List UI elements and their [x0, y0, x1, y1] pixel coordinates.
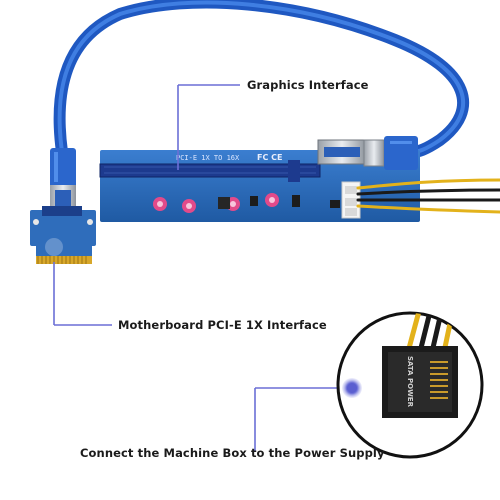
sata-magnifier: SATA POWER: [336, 311, 484, 459]
pcie-16x-slot: [99, 163, 321, 178]
certification-text: FC CE: [257, 153, 282, 162]
callout-motherboard: [45, 238, 112, 326]
connector-text: SATA POWER: [406, 356, 414, 408]
usb-cable: [53, 0, 470, 158]
inductor: [218, 197, 230, 209]
gold-fingers: [36, 256, 92, 264]
capacitors: [153, 193, 279, 213]
power-wires: [356, 178, 500, 214]
callout-power: [254, 387, 338, 452]
callout-graphics: [177, 84, 240, 170]
power-supply-label: Connect the Machine Box to the Power Sup…: [80, 446, 385, 460]
graphics-interface-label: Graphics Interface: [247, 78, 369, 92]
usb-plug-right: [363, 136, 418, 170]
pcie-1x-adapter-board: [30, 206, 96, 264]
motherboard-interface-label: Motherboard PCI-E 1X Interface: [118, 318, 327, 332]
riser-board: PCI-E 1X TO 16X FC CE: [99, 139, 420, 222]
usb-plug-left: [50, 148, 76, 215]
slot-label-text: PCI-E 1X TO 16X: [176, 154, 240, 162]
